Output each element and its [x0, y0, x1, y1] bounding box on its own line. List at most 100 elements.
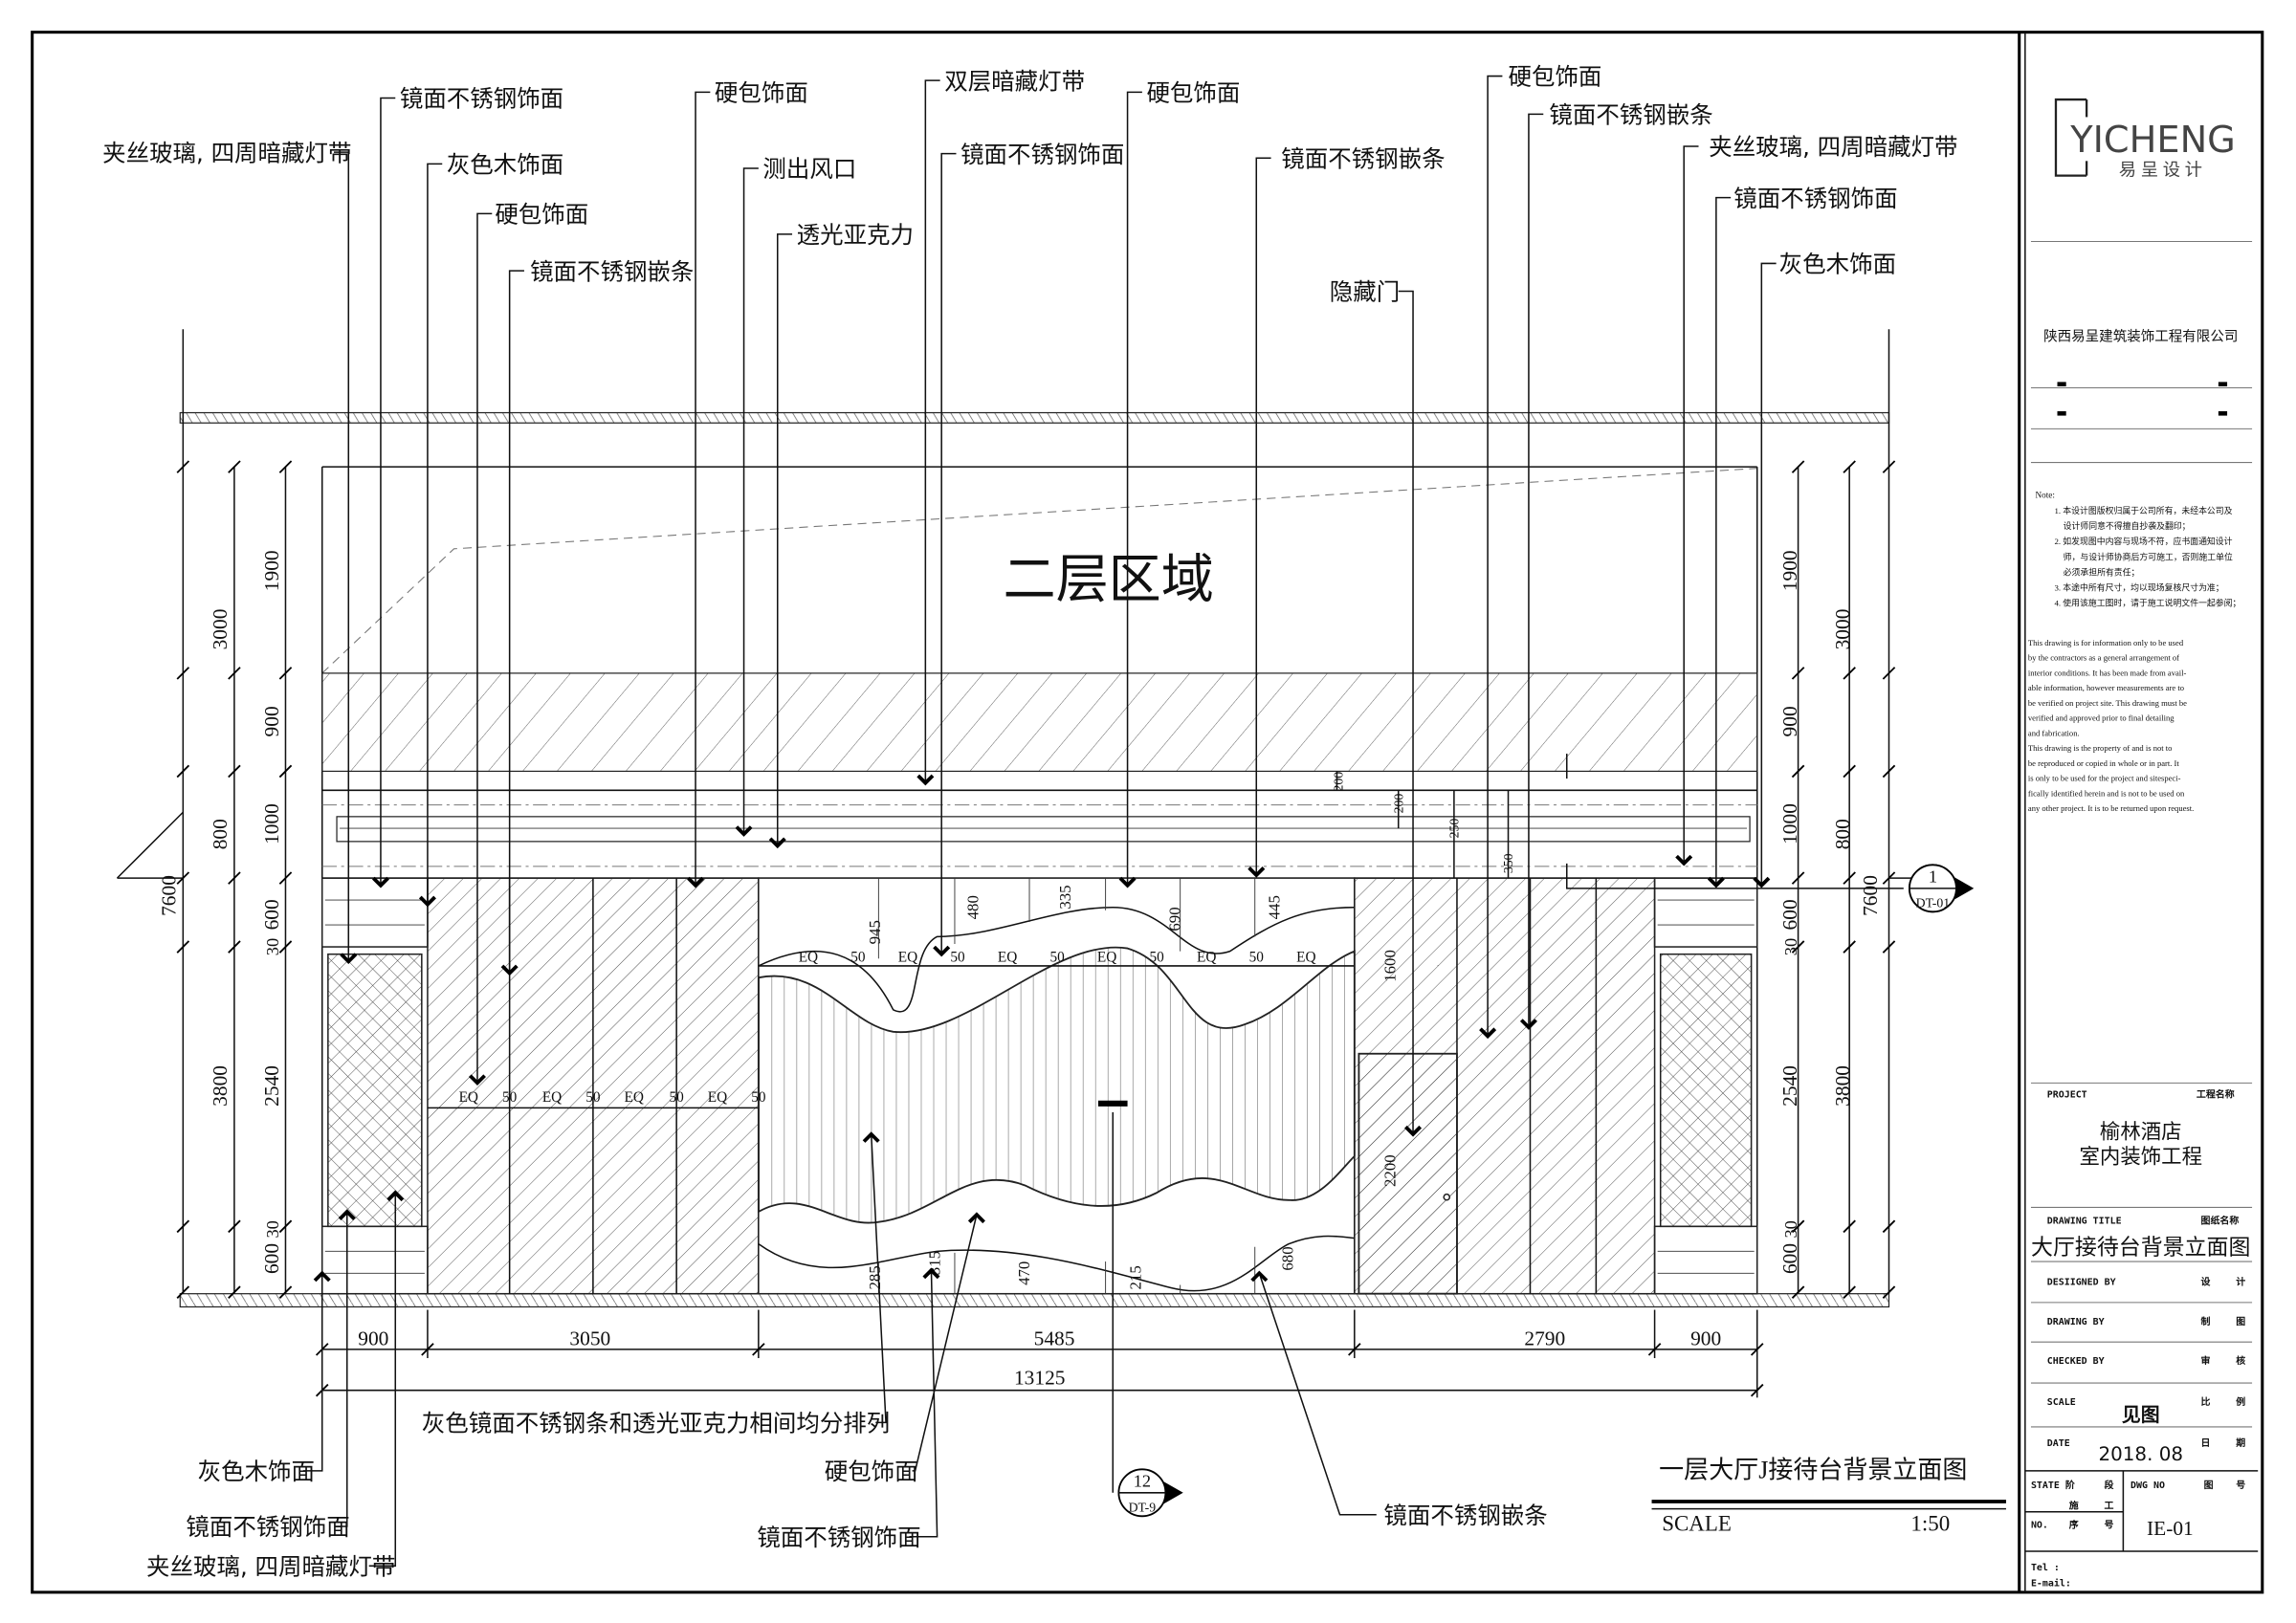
- material-label: 硬包饰面: [1509, 63, 1602, 91]
- dwg-no-value: IE-01: [2147, 1517, 2194, 1540]
- dimension-text: EQ: [1296, 949, 1315, 965]
- leader-arrow-icon: [1118, 876, 1137, 888]
- dimension-text: 285: [866, 1265, 884, 1289]
- dimension-text: 50: [1150, 949, 1165, 965]
- leader-label: 镜面不锈钢饰面: [186, 1209, 356, 1541]
- dimension-text: EQ: [998, 949, 1017, 965]
- dimension-text: EQ: [898, 949, 917, 965]
- dimension-text: 350: [1501, 853, 1515, 873]
- dimension-text: 600: [260, 899, 283, 930]
- right-bottom-box: [1653, 1225, 1758, 1295]
- dimension-text: 1000: [1778, 803, 1801, 844]
- leader-arrow-icon: [916, 774, 935, 786]
- leader-arrow-icon: [862, 1131, 880, 1143]
- date-cn: 日: [2201, 1437, 2211, 1449]
- material-label: 灰色木饰面: [1779, 251, 1896, 278]
- leader-labels: 夹丝玻璃, 四周暗藏灯带镜面不锈钢饰面灰色木饰面硬包饰面镜面不锈钢嵌条硬包饰面测…: [102, 63, 1957, 1581]
- leader-label: 镜面不锈钢饰面: [371, 85, 563, 888]
- dimension-text: 900: [1690, 1327, 1721, 1349]
- dimension-text: 13125: [1014, 1367, 1066, 1390]
- zone-label: 二层区域: [1004, 548, 1214, 609]
- leader-arrow-icon: [687, 876, 705, 888]
- dimension-text: 2540: [260, 1065, 283, 1107]
- dimension-text: 2200: [1381, 1154, 1400, 1187]
- scale-cn: 例: [2236, 1395, 2245, 1408]
- dimension-text: 1900: [260, 550, 283, 591]
- note-en-line: is only to be used for the project and s…: [2028, 774, 2181, 783]
- material-label: 镜面不锈钢饰面: [186, 1513, 349, 1541]
- material-label: 双层暗藏灯带: [944, 67, 1085, 95]
- dwg-cn: 号: [2236, 1480, 2245, 1491]
- right-top-box: [1653, 877, 1758, 948]
- dimension-text: 3000: [1831, 609, 1854, 650]
- project-name-line1: 榆林酒店: [2100, 1121, 2182, 1145]
- leader-arrow-icon: [418, 895, 436, 908]
- note-en-line: This drawing is for information only to …: [2028, 638, 2184, 647]
- material-label: 镜面不锈钢嵌条: [1281, 144, 1445, 172]
- leader-label: 隐藏门: [1330, 278, 1423, 1137]
- leader-label: 镜面不锈钢饰面: [933, 141, 1124, 957]
- dimension-text: 50: [669, 1089, 684, 1106]
- dimension-text: 50: [950, 949, 965, 965]
- dimension-text: 1600: [1381, 950, 1400, 982]
- note-cn-line: 2. 如发现图中内容与现场不符，应书面通知设计: [2054, 536, 2232, 546]
- leader-label: 镜面不锈钢嵌条: [500, 257, 694, 976]
- drawing-title: 一层大厅J接待台背景立面图: [1659, 1457, 1967, 1484]
- dimension-text: 680: [1279, 1246, 1297, 1270]
- leader-line: [870, 1133, 887, 1424]
- leader-line: [940, 152, 957, 954]
- section-number: 12: [1134, 1472, 1151, 1491]
- note-cn-line: 4. 使用该施工图时，请于施工说明文件一起参阅；: [2054, 598, 2241, 608]
- leader-line: [912, 1214, 978, 1472]
- drawing-by-cn: 图: [2236, 1316, 2245, 1327]
- leader-line: [776, 233, 793, 846]
- dimension-text: EQ: [459, 1089, 478, 1106]
- drawing-by-label: DRAWING BY: [2047, 1317, 2105, 1327]
- dwg-cn: 图: [2204, 1480, 2214, 1491]
- designed-cn: 计: [2236, 1276, 2245, 1288]
- dimension-text: 800: [1831, 819, 1854, 849]
- dimension-text: 7600: [158, 875, 181, 916]
- leader-label: 灰色木饰面: [418, 151, 563, 908]
- dimension-text: 1000: [260, 803, 283, 844]
- note-en-line: verified and approved prior to final det…: [2028, 713, 2175, 723]
- state-value: 施: [2069, 1500, 2079, 1512]
- drawing-title-label-cn: 图纸名称: [2201, 1214, 2240, 1226]
- leader-label: 硬包饰面: [687, 79, 808, 888]
- material-label: 镜面不锈钢饰面: [1733, 185, 1897, 212]
- dimension-text: 30: [1781, 938, 1800, 955]
- company-logo: YICHENG 易呈设计: [2054, 98, 2236, 181]
- section-marker-1[interactable]: 1 DT-01: [1909, 864, 1975, 913]
- logo-text: YICHENG: [2069, 119, 2236, 162]
- note-cn-line: 师，与设计师协商后方可施工，否则施工单位: [2064, 551, 2233, 561]
- leader-arrow-icon: [1404, 1125, 1423, 1137]
- leader-label: 镜面不锈钢饰面: [757, 1267, 940, 1551]
- dimension-text: 50: [751, 1089, 766, 1106]
- material-label: 硬包饰面: [1146, 79, 1240, 107]
- dimension-text: 215: [1126, 1265, 1144, 1289]
- note-cn-line: 1. 本设计图版权归属于公司所有，未经本公司及: [2054, 505, 2232, 515]
- checked-cn: 审: [2201, 1354, 2211, 1367]
- scale-value: 1:50: [1910, 1512, 1950, 1536]
- drawing-title-value: 大厅接待台背景立面图: [2031, 1235, 2250, 1260]
- leader-line: [1528, 113, 1544, 1028]
- dimension-text: EQ: [542, 1089, 562, 1106]
- section-marker-12[interactable]: 12 DT-9: [1117, 1468, 1183, 1518]
- email-label: E-mail:: [2031, 1578, 2071, 1590]
- leader-label: 夹丝玻璃, 四周暗藏灯带: [146, 1190, 405, 1581]
- material-label: 测出风口: [762, 155, 856, 183]
- dimension-text: 900: [358, 1327, 388, 1349]
- dimension-text: 50: [1049, 949, 1065, 965]
- material-label: 镜面不锈钢嵌条: [1383, 1502, 1547, 1529]
- door-handle: [1443, 1193, 1451, 1201]
- leader-line: [476, 212, 493, 1084]
- leader-arrow-icon: [1519, 1019, 1537, 1030]
- material-label: 镜面不锈钢饰面: [400, 85, 563, 113]
- dimension-text: 600: [1778, 1243, 1801, 1274]
- title-block: YICHENG 易呈设计 陕西易呈建筑装饰工程有限公司 Note: 1. 本设计…: [2024, 98, 2259, 1590]
- dimension-text: 30: [1781, 1220, 1800, 1238]
- material-label: 镜面不锈钢饰面: [960, 141, 1124, 168]
- note-en-line: any other project. It is to be returned …: [2028, 803, 2194, 813]
- leader-arrow-icon: [386, 1190, 405, 1202]
